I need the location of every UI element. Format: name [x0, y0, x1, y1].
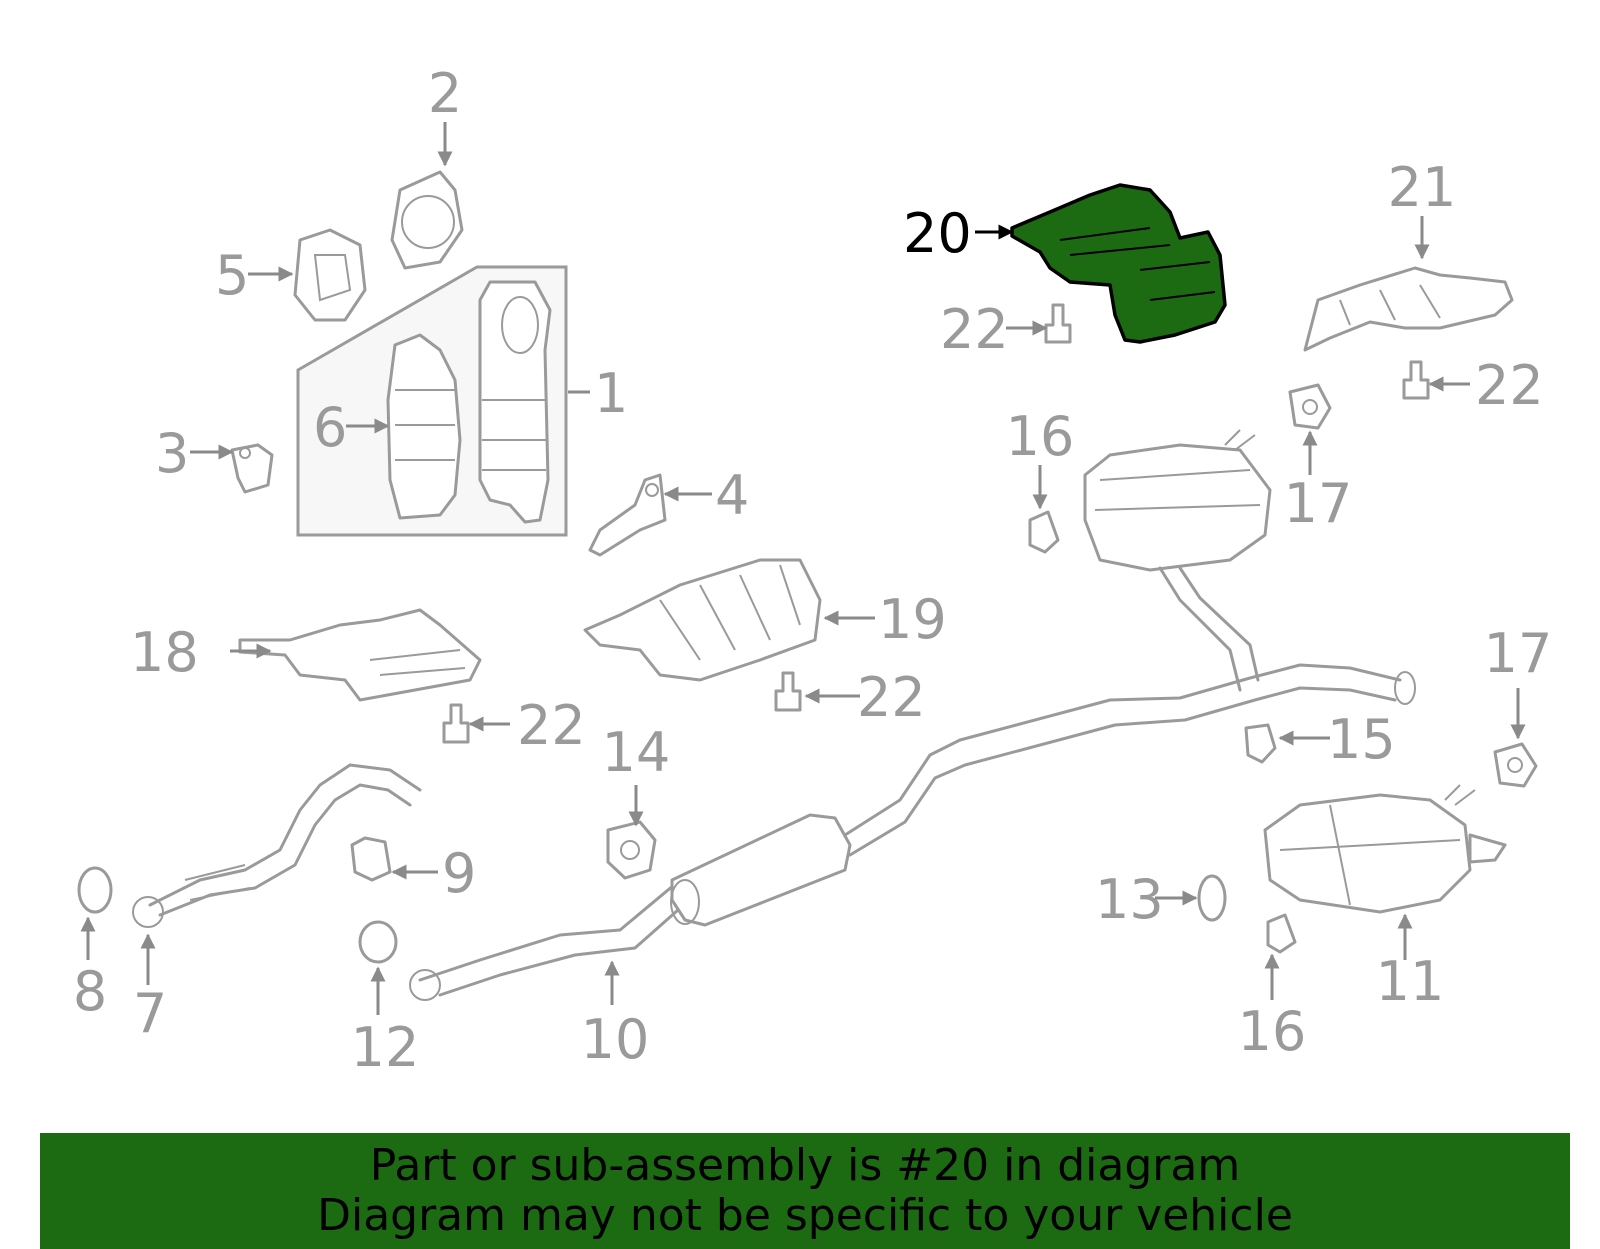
part-16-hanger-lower — [1266, 913, 1297, 954]
part-7-front-pipe — [132, 763, 422, 928]
callout-22-left: 22 — [517, 694, 586, 757]
callout-11: 11 — [1376, 950, 1445, 1013]
info-banner: Part or sub-assembly is #20 in diagram D… — [40, 1133, 1570, 1249]
part-6-heat-shield — [386, 333, 462, 520]
part-12-gasket — [358, 920, 398, 964]
part-8-gasket — [77, 866, 113, 914]
part-2-gasket — [390, 170, 464, 270]
part-14-hanger — [606, 820, 657, 880]
upper-muffler — [1083, 429, 1272, 692]
callout-14: 14 — [602, 721, 671, 784]
callout-13: 13 — [1095, 868, 1164, 931]
callout-7: 7 — [133, 982, 167, 1045]
callout-15: 15 — [1327, 708, 1396, 771]
callout-22-top: 22 — [940, 298, 1009, 361]
callout-18: 18 — [130, 621, 199, 684]
part-13-gasket — [1197, 874, 1227, 922]
callout-17-lower: 17 — [1484, 622, 1553, 685]
part-9-bracket — [350, 836, 392, 882]
part-19-heat-shield — [583, 558, 822, 682]
callout-22-right: 22 — [1475, 354, 1544, 417]
part-18-front-pipe-shield — [238, 608, 482, 702]
part-15-hanger — [1244, 723, 1277, 764]
callout-20: 20 — [903, 202, 972, 265]
part-16-hanger-upper — [1028, 510, 1060, 554]
callout-9: 9 — [442, 842, 476, 905]
part-10-middle-pipe — [409, 663, 1416, 1001]
callout-8: 8 — [73, 960, 107, 1023]
callout-21: 21 — [1388, 156, 1457, 219]
banner-line-1: Part or sub-assembly is #20 in diagram — [369, 1140, 1241, 1191]
callout-3: 3 — [155, 422, 189, 485]
callout-6: 6 — [313, 396, 347, 459]
callout-12: 12 — [351, 1016, 420, 1079]
callout-10: 10 — [581, 1008, 650, 1071]
part-22-bolt-top — [1044, 303, 1072, 344]
part-17-hanger-upper — [1288, 383, 1332, 430]
part-17-hanger-lower — [1493, 742, 1538, 788]
part-20-heat-shield-highlighted[interactable] — [1010, 183, 1227, 344]
callout-17-upper: 17 — [1284, 472, 1353, 535]
part-22-bolt-right — [1402, 360, 1430, 400]
callout-5: 5 — [215, 244, 249, 307]
callout-16-lower: 16 — [1238, 1000, 1307, 1063]
part-22-bolt-left — [442, 703, 470, 744]
part-3-bracket — [230, 443, 274, 494]
callout-1: 1 — [594, 362, 628, 425]
callout-16-upper: 16 — [1006, 405, 1075, 468]
callout-labels: 2 5 1 6 3 4 16 17 21 20 22 22 15 17 19 2… — [73, 62, 1553, 1079]
callout-4: 4 — [715, 464, 749, 527]
part-21-heat-shield — [1303, 266, 1514, 352]
part-5-flange — [293, 228, 367, 322]
banner-line-2: Diagram may not be specific to your vehi… — [317, 1190, 1293, 1241]
callout-22-middle: 22 — [857, 666, 926, 729]
part-22-bolt-middle — [774, 671, 802, 712]
part-11-rear-muffler — [1263, 784, 1507, 914]
callout-2: 2 — [428, 62, 462, 125]
callout-19: 19 — [878, 588, 947, 651]
part-1-catalytic-converter — [478, 280, 552, 524]
leader-lines — [80, 122, 1526, 1015]
part-4-bracket — [588, 473, 667, 557]
